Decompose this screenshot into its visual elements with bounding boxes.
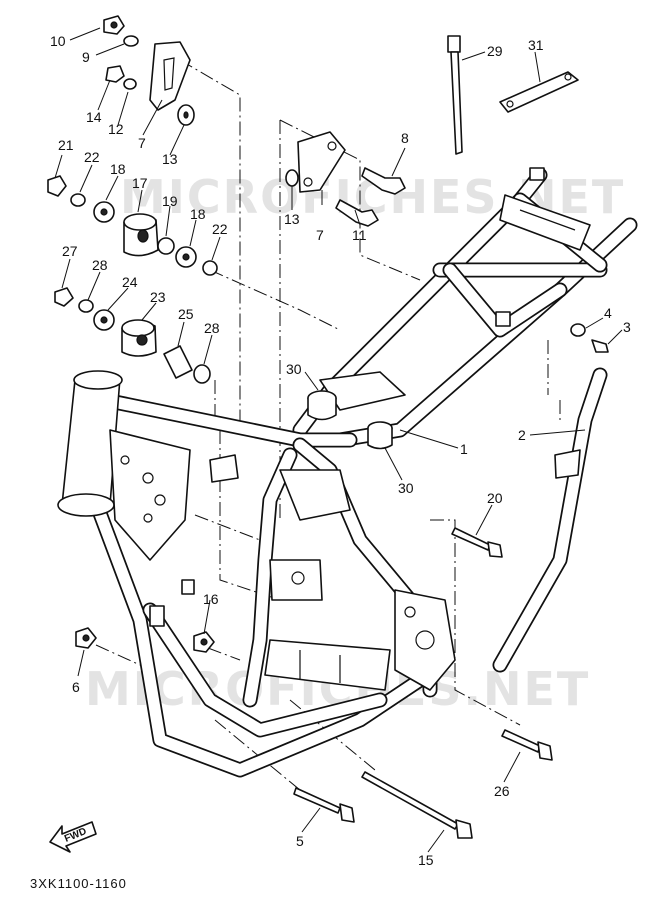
callout-2: 2: [518, 427, 526, 443]
callout-22-lower: 22: [212, 221, 228, 237]
bracket-part-31: [499, 71, 579, 113]
bolt-part-26: [501, 729, 553, 761]
callout-16: 16: [203, 591, 219, 607]
callout-13-upper: 13: [162, 151, 178, 167]
diagram-code: 3XK1100-1160: [30, 876, 127, 891]
bolt-part-5: [293, 787, 355, 823]
callout-17: 17: [132, 175, 148, 191]
callout-24: 24: [122, 274, 138, 290]
callout-30-lower: 30: [398, 480, 414, 496]
callout-25: 25: [178, 306, 194, 322]
callout-12: 12: [108, 121, 124, 137]
callout-13-center: 13: [284, 211, 300, 227]
callout-3: 3: [623, 319, 631, 335]
callout-7-center: 7: [316, 227, 324, 243]
engine-bracket-center: [285, 131, 406, 227]
callout-8: 8: [401, 130, 409, 146]
rear-frame-stay-part-2: [492, 367, 608, 673]
nut-part-6: [75, 627, 97, 649]
callout-27: 27: [62, 243, 78, 259]
callout-15: 15: [418, 852, 434, 868]
callout-1: 1: [460, 441, 468, 457]
bolt-part-20: [451, 527, 503, 558]
callout-5: 5: [296, 833, 304, 849]
callout-26: 26: [494, 783, 510, 799]
callout-6: 6: [72, 679, 80, 695]
callout-22-upper: 22: [84, 149, 100, 165]
callout-7-upper: 7: [138, 135, 146, 151]
damper-part-30: [307, 390, 393, 450]
callout-23: 23: [150, 289, 166, 305]
callout-28-upper: 28: [92, 257, 108, 273]
main-frame: [57, 167, 638, 778]
callout-9: 9: [82, 49, 90, 65]
callout-19: 19: [162, 193, 178, 209]
callout-30-upper: 30: [286, 361, 302, 377]
bolt-part-3: [570, 323, 609, 353]
callout-31: 31: [528, 37, 544, 53]
upper-bracket-group: [103, 15, 195, 126]
callout-14: 14: [86, 109, 102, 125]
callout-20: 20: [487, 490, 503, 506]
leader-lines: [54, 27, 623, 853]
callout-18-lower: 18: [190, 206, 206, 222]
callout-10: 10: [50, 33, 66, 49]
callout-labels: 10 9 14 12 7 13 21 22 18 17 19 18 22 27 …: [50, 33, 631, 868]
callout-11: 11: [352, 227, 367, 243]
forward-arrow-icon: FWD: [49, 821, 97, 853]
callout-21: 21: [58, 137, 74, 153]
callout-29: 29: [487, 43, 503, 59]
mount-stack-lower: [54, 287, 211, 384]
cable-band-part-29: [447, 35, 463, 155]
callout-4: 4: [604, 305, 612, 321]
callout-18-upper: 18: [110, 161, 126, 177]
mount-stack-upper: [47, 175, 218, 276]
callout-28-lower: 28: [204, 320, 220, 336]
bolt-part-15: [361, 771, 473, 839]
